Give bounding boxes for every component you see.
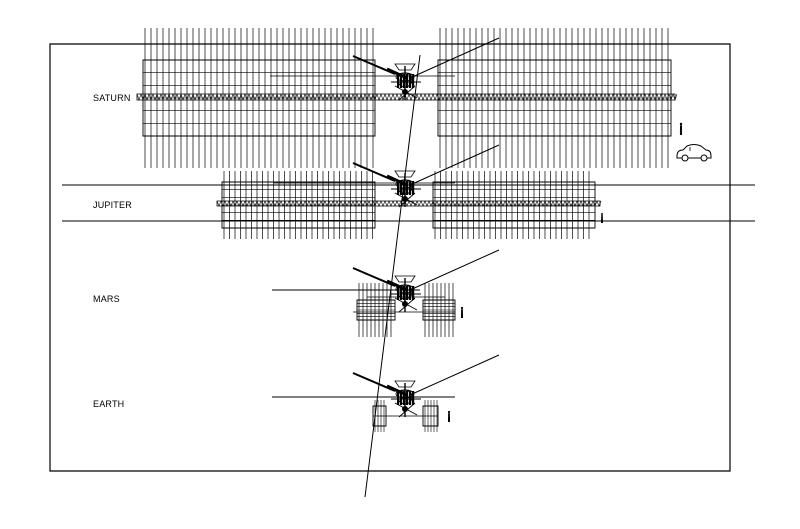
row-jupiter: [217, 145, 603, 239]
label-mars: MARS: [93, 294, 120, 304]
central-boom-line: [365, 55, 420, 497]
car-icon: [677, 145, 711, 162]
row-saturn: [137, 28, 683, 168]
label-saturn: SATURN: [93, 93, 131, 103]
spacecraft-icon: [353, 145, 499, 207]
spacecraft-icon: [353, 250, 499, 312]
person-figure-icon: [460, 306, 464, 318]
label-earth: EARTH: [93, 399, 125, 409]
person-figure-icon: [679, 122, 683, 135]
row-mars: [272, 250, 499, 337]
spacecraft-icon: [353, 355, 499, 417]
person-figure-icon: [447, 410, 451, 422]
spacecraft-icon: [353, 38, 499, 100]
label-jupiter: JUPITER: [93, 200, 132, 210]
row-earth: [272, 355, 499, 432]
person-figure-icon: [601, 213, 603, 223]
frame-border: [50, 44, 730, 471]
